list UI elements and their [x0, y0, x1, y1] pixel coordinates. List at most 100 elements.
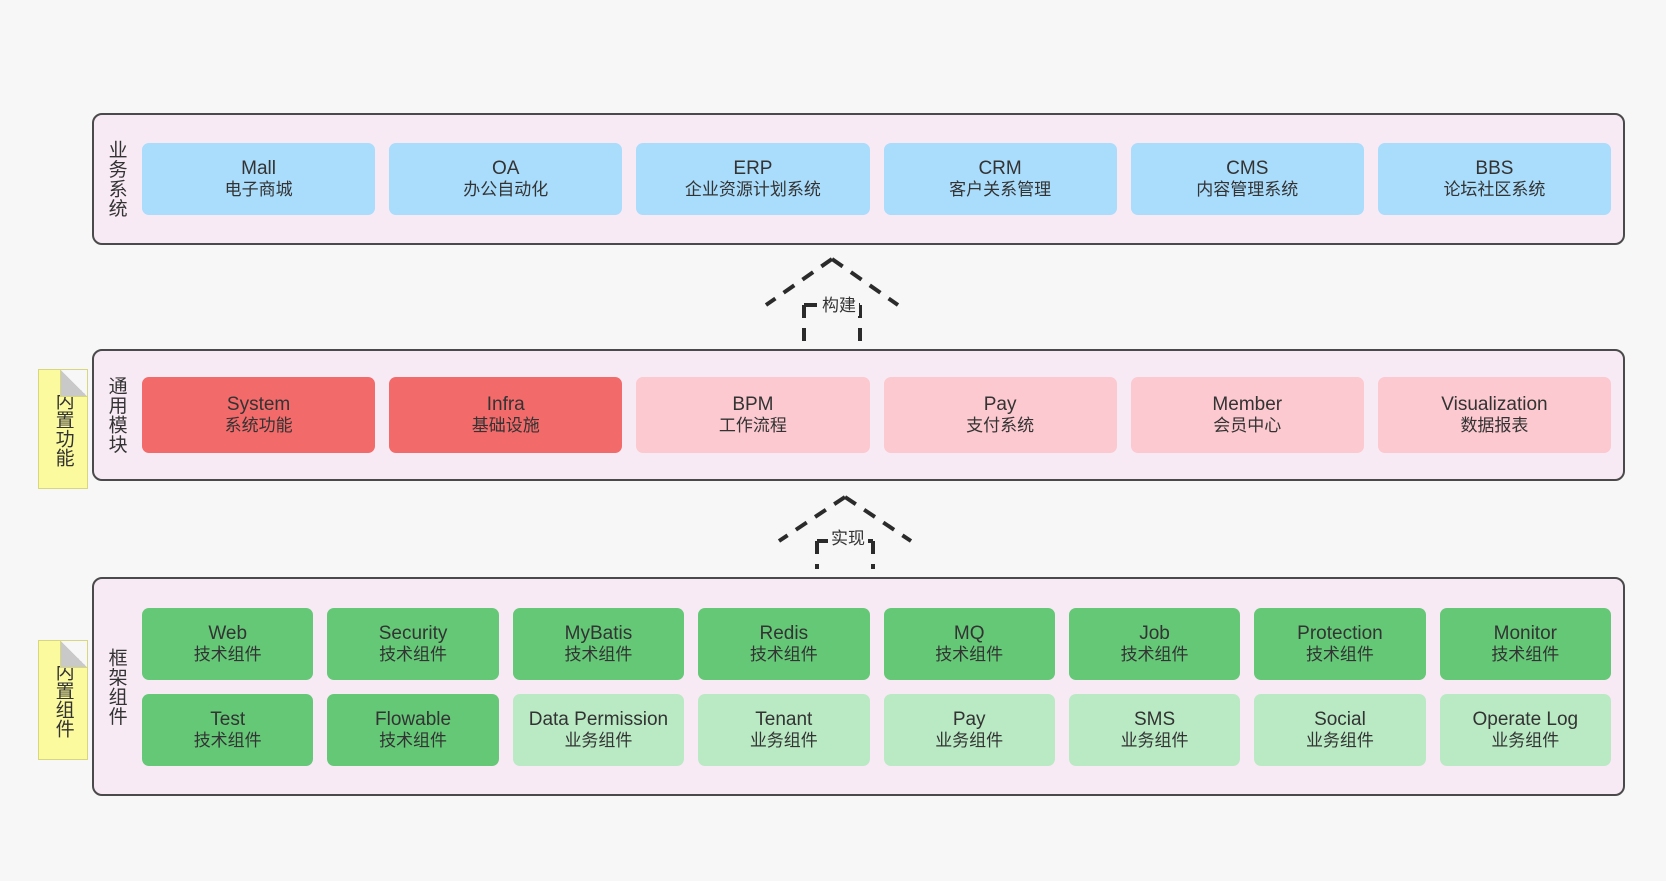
card-job[interactable]: Job 技术组件: [1068, 607, 1241, 680]
card-title: SMS: [1133, 708, 1176, 730]
card-cms[interactable]: CMS 内容管理系统: [1130, 143, 1364, 215]
card-subtitle: 业务组件: [1305, 730, 1374, 750]
card-title: BPM: [732, 394, 774, 416]
card-crm[interactable]: CRM 客户关系管理: [883, 143, 1117, 215]
card-title: Pay: [983, 394, 1017, 416]
card-subtitle: 企业资源计划系统: [684, 180, 821, 200]
card-title: Infra: [486, 394, 525, 416]
card-social[interactable]: Social 业务组件: [1254, 693, 1426, 766]
card-title: Protection: [1297, 622, 1383, 644]
layer-body-business-system: Mall 电子商城 OA 办公自动化 ERP 企业资源计划系统 CRM 客户关系…: [138, 115, 1623, 243]
card-subtitle: 办公自动化: [463, 180, 549, 200]
card-bbs[interactable]: BBS 论坛社区系统: [1377, 143, 1612, 215]
card-subtitle: 会员中心: [1213, 416, 1282, 436]
card-title: Social: [1314, 708, 1366, 730]
layer-body-common-module: System 系统功能 Infra 基础设施 BPM 工作流程 Pay 支付系统…: [138, 351, 1623, 479]
card-subtitle: 业务组件: [749, 730, 818, 750]
card-title: Member: [1212, 394, 1283, 416]
card-subtitle: 业务组件: [564, 730, 633, 750]
arrow-implement: 实现: [770, 491, 920, 569]
card-subtitle: 技术组件: [1120, 644, 1189, 664]
card-subtitle: 技术组件: [193, 644, 262, 664]
card-flowable[interactable]: Flowable 技术组件: [327, 693, 499, 766]
card-security[interactable]: Security 技术组件: [327, 607, 499, 680]
card-operate-log[interactable]: Operate Log 业务组件: [1439, 693, 1611, 766]
card-subtitle: 技术组件: [379, 730, 448, 750]
card-title: CMS: [1226, 158, 1269, 180]
card-protection[interactable]: Protection 技术组件: [1254, 607, 1426, 680]
card-subtitle: 工作流程: [718, 416, 787, 436]
card-subtitle: 技术组件: [564, 644, 633, 664]
arrow-build-label: 构建: [819, 291, 859, 316]
card-subtitle: 业务组件: [1120, 730, 1189, 750]
card-title: MyBatis: [564, 622, 633, 644]
layer-business-system: 业务系统 Mall 电子商城 OA 办公自动化 ERP 企业资源计划系统 CRM…: [92, 113, 1625, 245]
card-title: System: [226, 394, 291, 416]
layer-body-framework-component: Web 技术组件 Security 技术组件 MyBatis 技术组件 Redi…: [138, 579, 1623, 794]
note-builtin-functions: 内置功能: [38, 369, 88, 489]
card-title: OA: [492, 158, 520, 180]
layer-framework-component: 框架组件 Web 技术组件 Security 技术组件 MyBatis 技术组件: [92, 577, 1625, 796]
card-subtitle: 技术组件: [379, 644, 448, 664]
card-sms[interactable]: SMS 业务组件: [1068, 693, 1241, 766]
card-row-tech: Web 技术组件 Security 技术组件 MyBatis 技术组件 Redi…: [142, 607, 1611, 680]
arrow-build: 构建: [757, 253, 907, 345]
card-test[interactable]: Test 技术组件: [142, 693, 314, 766]
card-subtitle: 基础设施: [471, 416, 540, 436]
card-tenant[interactable]: Tenant 业务组件: [698, 693, 870, 766]
card-subtitle: 数据报表: [1460, 416, 1529, 436]
card-title: Data Permission: [528, 708, 669, 730]
card-erp[interactable]: ERP 企业资源计划系统: [636, 143, 870, 215]
card-subtitle: 电子商城: [224, 180, 293, 200]
card-title: Tenant: [755, 708, 813, 730]
card-infra[interactable]: Infra 基础设施: [389, 377, 623, 453]
card-subtitle: 客户关系管理: [949, 180, 1052, 200]
card-title: Operate Log: [1472, 708, 1579, 730]
card-title: Monitor: [1493, 622, 1557, 644]
card-subtitle: 技术组件: [1305, 644, 1374, 664]
layer-label-framework-component: 框架组件: [105, 647, 127, 726]
card-title: Security: [378, 622, 448, 644]
card-title: Mall: [241, 158, 276, 180]
card-subtitle: 业务组件: [1491, 730, 1560, 750]
card-title: Job: [1139, 622, 1170, 644]
card-subtitle: 内容管理系统: [1196, 180, 1299, 200]
card-subtitle: 系统功能: [224, 416, 293, 436]
card-title: MQ: [953, 622, 985, 644]
card-mq[interactable]: MQ 技术组件: [883, 607, 1055, 680]
card-subtitle: 论坛社区系统: [1443, 180, 1546, 200]
card-title: Test: [210, 708, 246, 730]
card-mall[interactable]: Mall 电子商城: [142, 143, 376, 215]
card-web[interactable]: Web 技术组件: [142, 607, 314, 680]
card-subtitle: 技术组件: [193, 730, 262, 750]
card-visualization[interactable]: Visualization 数据报表: [1377, 377, 1612, 453]
card-pay-business[interactable]: Pay 业务组件: [883, 693, 1055, 766]
layer-common-module: 通用模块 System 系统功能 Infra 基础设施 BPM 工作流程 Pay…: [92, 349, 1625, 481]
card-row-business-component: Test 技术组件 Flowable 技术组件 Data Permission …: [142, 693, 1611, 766]
card-title: CRM: [978, 158, 1022, 180]
card-data-permission[interactable]: Data Permission 业务组件: [512, 693, 685, 766]
card-subtitle: 支付系统: [966, 416, 1035, 436]
card-title: Redis: [759, 622, 809, 644]
card-monitor[interactable]: Monitor 技术组件: [1439, 607, 1611, 680]
card-title: Visualization: [1441, 394, 1548, 416]
layer-label-business-system: 业务系统: [105, 140, 127, 218]
card-title: BBS: [1475, 158, 1514, 180]
card-title: Flowable: [375, 708, 452, 730]
card-grid-framework: Web 技术组件 Security 技术组件 MyBatis 技术组件 Redi…: [142, 607, 1611, 766]
card-title: ERP: [733, 158, 773, 180]
card-oa[interactable]: OA 办公自动化: [389, 143, 623, 215]
card-title: Web: [208, 622, 248, 644]
card-system[interactable]: System 系统功能: [142, 377, 376, 453]
card-row-common: System 系统功能 Infra 基础设施 BPM 工作流程 Pay 支付系统…: [142, 377, 1612, 453]
card-redis[interactable]: Redis 技术组件: [698, 607, 870, 680]
card-subtitle: 技术组件: [1491, 644, 1560, 664]
card-mybatis[interactable]: MyBatis 技术组件: [512, 607, 685, 680]
card-bpm[interactable]: BPM 工作流程: [636, 377, 870, 453]
layer-label-common-module: 通用模块: [105, 376, 127, 454]
card-member[interactable]: Member 会员中心: [1130, 377, 1364, 453]
card-subtitle: 技术组件: [935, 644, 1004, 664]
arrow-implement-label: 实现: [828, 524, 868, 549]
card-pay[interactable]: Pay 支付系统: [883, 377, 1117, 453]
